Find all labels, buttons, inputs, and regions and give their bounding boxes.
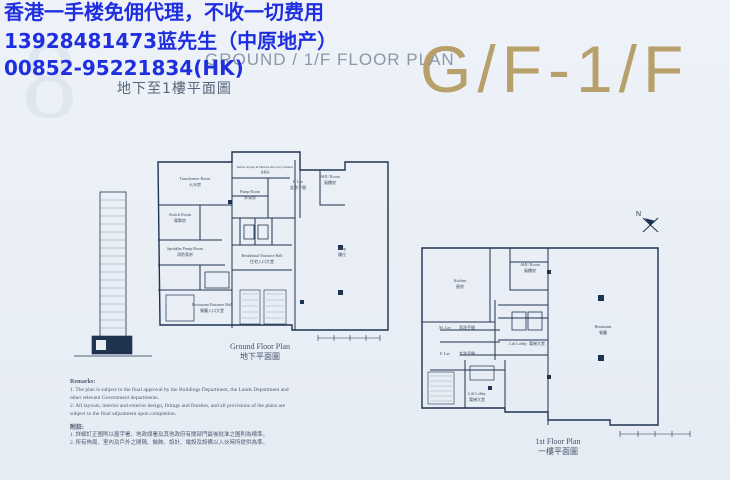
building-elevation [74,191,152,357]
svg-text:電梯大堂: 電梯大堂 [529,340,545,346]
remarks-en-1: 1. The plan is subject to the final appr… [70,386,289,401]
remarks-heading-cn: 附註: [70,424,84,431]
label-restaurant-entrance: Restaurant Entrance Hall [192,302,233,307]
first-floor-caption: 1st Floor Plan 一樓平面圖 [498,437,618,457]
label-first-ahu-room: AHU Room [520,262,540,267]
svg-text:風櫃房: 風櫃房 [524,267,536,273]
label-ground-f-lav: F. Lav [293,179,303,184]
svg-text:舖位: 舖位 [338,251,346,257]
label-transformer-room: Transformer Room [180,176,212,181]
section-number: 8 [22,19,77,141]
svg-text:廚房: 廚房 [456,283,464,289]
remarks-en-2: 2. All layouts, interior and exterior de… [70,402,286,417]
svg-text:住宅入口大堂: 住宅入口大堂 [250,258,274,264]
svg-text:男洗手間: 男洗手間 [459,324,475,330]
ground-floor-labels: Transformer Room 火水房 Switch Room 電掣房 Spr… [167,165,346,313]
label-lift-lobby-1: Lift Lobby [509,341,526,346]
first-floor-caption-cn: 一樓平面圖 [538,447,578,456]
agent-ad-hk-phone: 00852-95221834(HK) [4,56,244,80]
floor-range-title: G/F-1/F [420,32,690,106]
label-pump-room: Pump Room [240,189,261,194]
remarks-heading-en: Remarks: [70,379,96,385]
label-female-lav: F. Lav [440,351,450,356]
first-floor-plan [421,247,691,437]
label-restaurant: Restaurant [594,324,612,329]
plan-title-english: GROUND / 1/F FLOOR PLAN [205,50,455,69]
svg-text:女洗手間: 女洗手間 [459,350,475,356]
ground-floor-caption-cn: 地下平面圖 [240,352,280,361]
label-kitchen: Kitchen [454,278,467,283]
plan-title-chinese: 地下至1樓平面圖 [117,81,232,97]
agent-ad-line-1: 香港一手楼免佣代理，不收一切费用 [4,0,324,24]
svg-text:電梯大堂: 電梯大堂 [469,396,485,402]
label-residential-entrance: Residential Entrance Hall [241,253,283,258]
north-arrow-icon: N [636,211,659,233]
ground-floor-plan [157,151,389,341]
svg-text:餐廳入口大堂: 餐廳入口大堂 [200,307,224,313]
remarks-cn-2: 2. 所有佈局、室內及戶外之間隔、裝飾、設計、電設及設備以入伙時所提供為準。 [70,440,269,447]
svg-text:風櫃房: 風櫃房 [324,179,336,185]
ground-floor-caption-en: Ground Floor Plan [230,342,290,351]
label-shop: Shop [338,246,346,251]
svg-text:火水房: 火水房 [189,181,201,187]
remarks-block: Remarks: 1. The plan is subject to the f… [70,378,300,448]
label-refuse-room: Refuse Storage & Material Recovery Chamb… [237,165,293,169]
agent-ad-phone-line: 13928481473蓝先生（中原地产） [4,29,338,53]
label-ahu-room: AHU Room [320,174,340,179]
label-lift-lobby-2: Lift Lobby [468,391,485,396]
svg-text:消防泵房: 消防泵房 [177,251,193,257]
first-floor-caption-en: 1st Floor Plan [535,437,581,446]
ground-floor-caption: Ground Floor Plan 地下平面圖 [200,342,320,362]
svg-text:女洗手間: 女洗手間 [290,184,306,190]
label-male-lav: M. Lav [439,325,451,330]
svg-text:餐廳: 餐廳 [599,329,607,335]
first-floor-labels: Kitchen 廚房 AHU Room 風櫃房 Restaurant 餐廳 M.… [439,262,612,402]
label-sprinkler-pump-room: Sprinkler Pump Room [167,246,204,251]
svg-text:電掣房: 電掣房 [174,217,186,223]
svg-text:垃圾房: 垃圾房 [260,169,269,174]
svg-text:水泵房: 水泵房 [244,194,256,200]
remarks-cn-1: 1. 詳細訂正圖則以屋宇署、地政總署及其他政府有關部門最後批准之圖則為標準。 [70,432,269,439]
north-label: N [636,211,641,218]
label-switch-room: Switch Room [169,212,192,217]
